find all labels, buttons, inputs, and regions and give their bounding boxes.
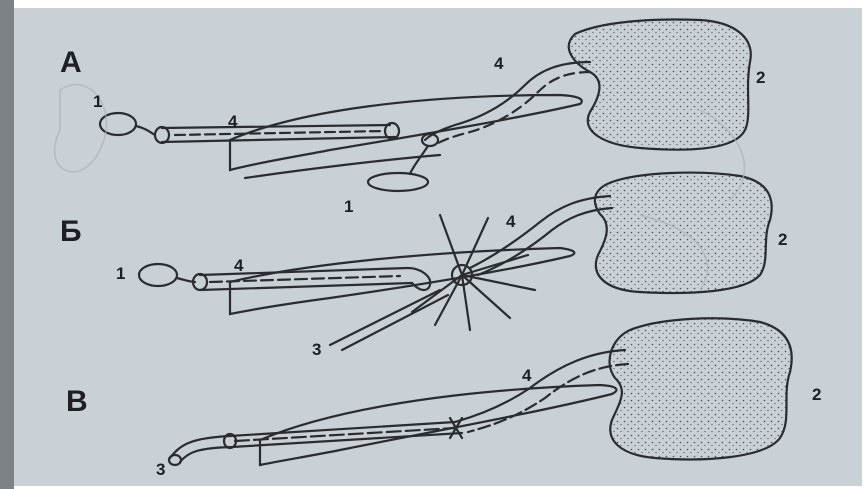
label-3-needle-panel-b: 3 xyxy=(312,340,321,360)
label-1-device-lower-panel-a: 1 xyxy=(344,197,353,217)
label-1-device-panel-a: 1 xyxy=(93,92,102,112)
label-4-tube-panel-b: 4 xyxy=(234,256,243,276)
panel-letter-c: В xyxy=(66,385,88,419)
left-margin-shadow xyxy=(0,0,14,489)
label-4-ureter-panel-b: 4 xyxy=(506,212,515,232)
label-2-kidney-panel-c: 2 xyxy=(812,385,821,405)
kidney-2-panel-c xyxy=(610,318,792,459)
label-4-ureter-panel-c: 4 xyxy=(522,366,531,386)
label-2-kidney-panel-b: 2 xyxy=(778,230,787,250)
panel-letter-b: Б xyxy=(60,215,82,249)
label-2-kidney-panel-a: 2 xyxy=(756,68,765,88)
label-1-device-panel-b: 1 xyxy=(116,264,125,284)
label-4-ureter-panel-a: 4 xyxy=(494,54,503,74)
label-3-catheter-panel-c: 3 xyxy=(156,460,165,480)
label-4-tube-panel-a: 4 xyxy=(228,112,237,132)
panel-letter-a: A xyxy=(60,46,82,80)
